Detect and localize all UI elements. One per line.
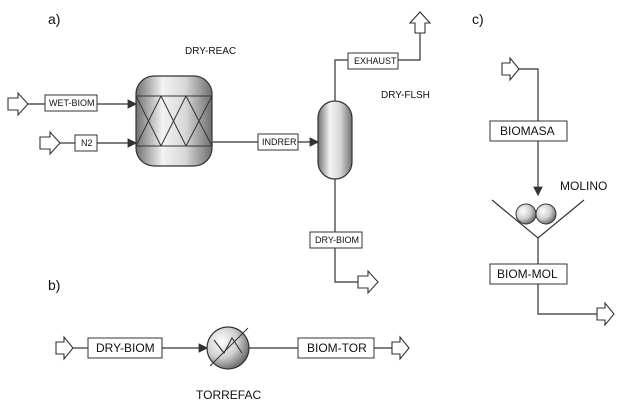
n2-label: N2	[81, 138, 93, 148]
exhaust-outlet-icon	[408, 11, 432, 34]
exhaust-line	[334, 59, 348, 101]
exhaust-label: EXHAUST	[354, 56, 397, 66]
biomasa-line-in	[519, 68, 539, 121]
dry-biom-a-outlet-icon	[357, 269, 379, 295]
biom-mol-box	[489, 263, 568, 285]
dry-biom-b-label: DRY-BIOM	[96, 341, 155, 355]
indrer-label: INDRER	[262, 137, 297, 147]
dry-reac-label: DRY-REAC	[185, 46, 236, 57]
torrefac-label: TORREFAC	[196, 388, 261, 402]
biomasa-label: BIOMASA	[500, 124, 555, 138]
panel-b-label: b)	[48, 277, 60, 293]
biom-mol-line-out	[537, 284, 597, 315]
dry-biom-a-box	[309, 231, 363, 249]
dry-biom-b-inlet-icon	[55, 335, 74, 361]
molino-crusher-icon	[491, 199, 585, 264]
dry-biom-a-label: DRY-BIOM	[315, 235, 359, 245]
dry-reac-vessel-icon	[135, 75, 213, 167]
molino-label: MOLINO	[560, 179, 607, 193]
n2-inlet-icon	[39, 130, 61, 156]
biom-tor-outlet-icon	[391, 335, 410, 361]
biom-tor-label: BIOM-TOR	[307, 341, 367, 355]
wet-biom-inlet-icon	[7, 91, 29, 117]
biom-mol-label: BIOM-MOL	[497, 267, 558, 281]
biomasa-inlet-icon	[501, 56, 520, 82]
wet-biom-box	[44, 94, 98, 112]
torrefac-heat-exchanger-icon	[206, 326, 250, 370]
biomasa-box	[489, 120, 568, 142]
dry-flsh-label: DRY-FLSH	[381, 90, 430, 101]
exhaust-line-out	[398, 33, 421, 61]
wet-biom-label: WET-BIOM	[49, 98, 95, 108]
biom-mol-outlet-icon	[596, 301, 615, 327]
panel-c-label: c)	[472, 11, 484, 27]
dry-biom-a-line-out	[334, 248, 358, 283]
exhaust-box	[347, 52, 399, 70]
panel-a-label: a)	[48, 11, 60, 27]
dry-flsh-vessel-icon	[317, 100, 353, 180]
